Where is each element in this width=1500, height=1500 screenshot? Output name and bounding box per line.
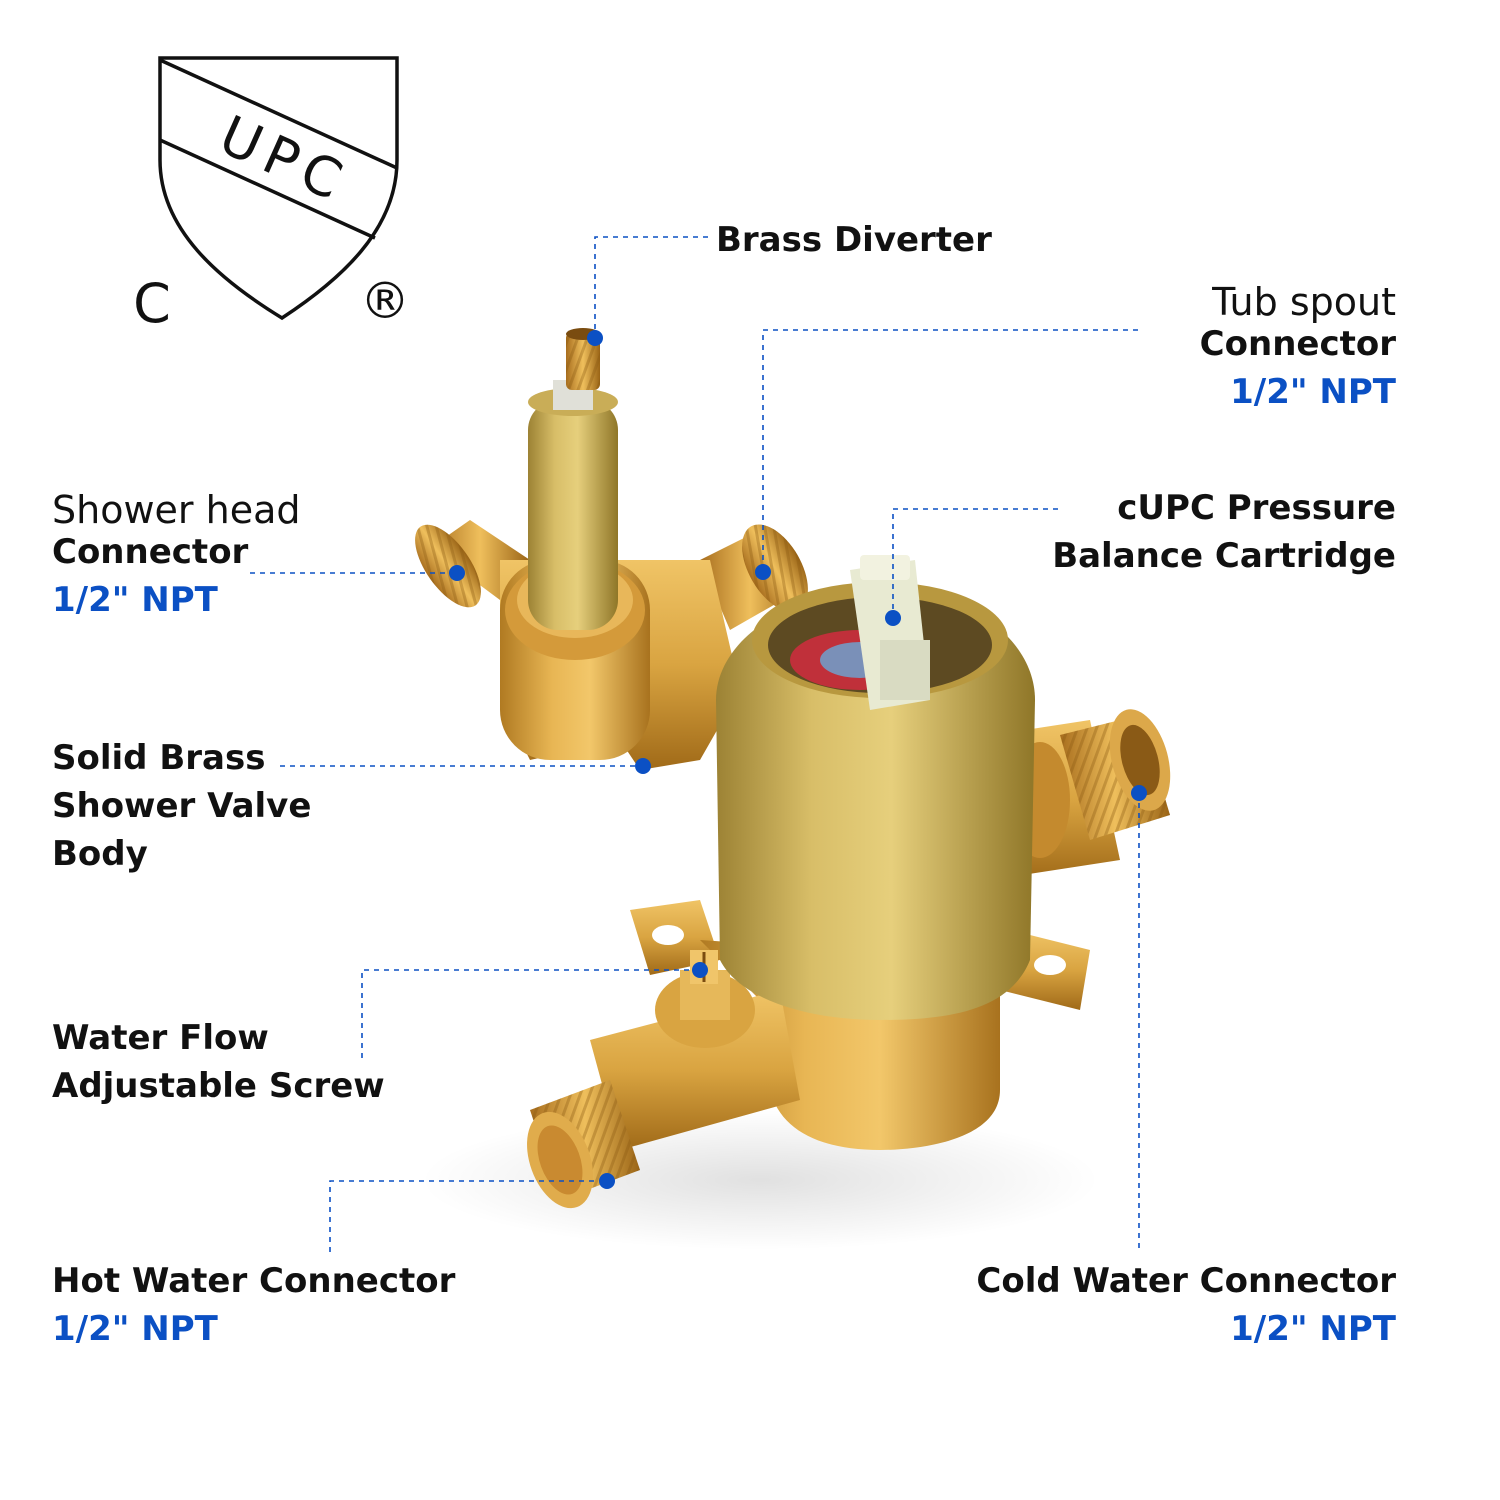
cartridge-subtitle: Balance Cartridge — [1052, 536, 1396, 576]
dot-tub-spout — [755, 564, 771, 580]
label-valve-body: Solid Brass Shower Valve Body — [52, 734, 311, 878]
label-cold-water: Cold Water Connector 1/2" NPT — [976, 1257, 1396, 1353]
leader-lines — [250, 236, 1140, 1252]
dot-cold-water — [1131, 785, 1147, 801]
flow-screw-line1: Water Flow — [52, 1018, 269, 1058]
leader-brass-diverter — [594, 236, 708, 338]
tub-spout-nipple — [700, 524, 808, 630]
label-hot-water: Hot Water Connector 1/2" NPT — [52, 1257, 455, 1353]
label-cartridge: cUPC Pressure Balance Cartridge — [1052, 484, 1396, 580]
label-shower-head: Shower head Connector 1/2" NPT — [52, 486, 300, 624]
shower-head-subtitle: Connector — [52, 532, 249, 572]
upc-c-prefix: C — [133, 272, 171, 335]
leader-tub-spout — [762, 329, 1138, 572]
brass-diverter-title: Brass Diverter — [716, 220, 992, 260]
valve-body-line2: Shower Valve — [52, 786, 312, 826]
cartridge-cover — [716, 582, 1035, 1020]
hot-water-title: Hot Water Connector — [52, 1261, 456, 1301]
label-flow-screw: Water Flow Adjustable Screw — [52, 1014, 385, 1110]
shower-head-spec: 1/2" NPT — [52, 580, 218, 620]
dot-shower-head — [449, 565, 465, 581]
hot-water-spec: 1/2" NPT — [52, 1309, 218, 1349]
label-tub-spout: Tub spout Connector 1/2" NPT — [1200, 278, 1396, 416]
dot-brass-diverter — [587, 330, 603, 346]
hot-water-nipple — [527, 1080, 640, 1209]
tub-spout-subtitle: Connector — [1199, 324, 1396, 364]
cold-water-title: Cold Water Connector — [976, 1261, 1396, 1301]
leader-flow-screw — [361, 969, 700, 1058]
brass-diverter-stem — [528, 328, 618, 630]
tub-spout-title: Tub spout — [1212, 280, 1396, 324]
label-brass-diverter: Brass Diverter — [716, 216, 992, 264]
dot-cartridge — [885, 610, 901, 626]
dot-flow-screw — [692, 962, 708, 978]
cold-side-pipe — [960, 709, 1171, 880]
registered-mark: ® — [360, 272, 410, 330]
leader-hot-water — [329, 1180, 607, 1252]
leader-cartridge — [892, 508, 1058, 618]
cold-water-spec: 1/2" NPT — [1230, 1309, 1396, 1349]
cartridge-title: cUPC Pressure — [1117, 488, 1396, 528]
shower-head-title: Shower head — [52, 488, 301, 532]
dot-hot-water — [599, 1173, 615, 1189]
leader-dots — [449, 330, 1147, 1189]
flow-screw-line2: Adjustable Screw — [52, 1066, 385, 1106]
cartridge-stem — [850, 555, 930, 710]
valve-body-line1: Solid Brass — [52, 738, 266, 778]
dot-valve-body — [635, 758, 651, 774]
tub-spout-spec: 1/2" NPT — [1230, 372, 1396, 412]
valve-body-line3: Body — [52, 834, 148, 874]
upc-shield-logo: UPC C ® — [133, 56, 410, 335]
